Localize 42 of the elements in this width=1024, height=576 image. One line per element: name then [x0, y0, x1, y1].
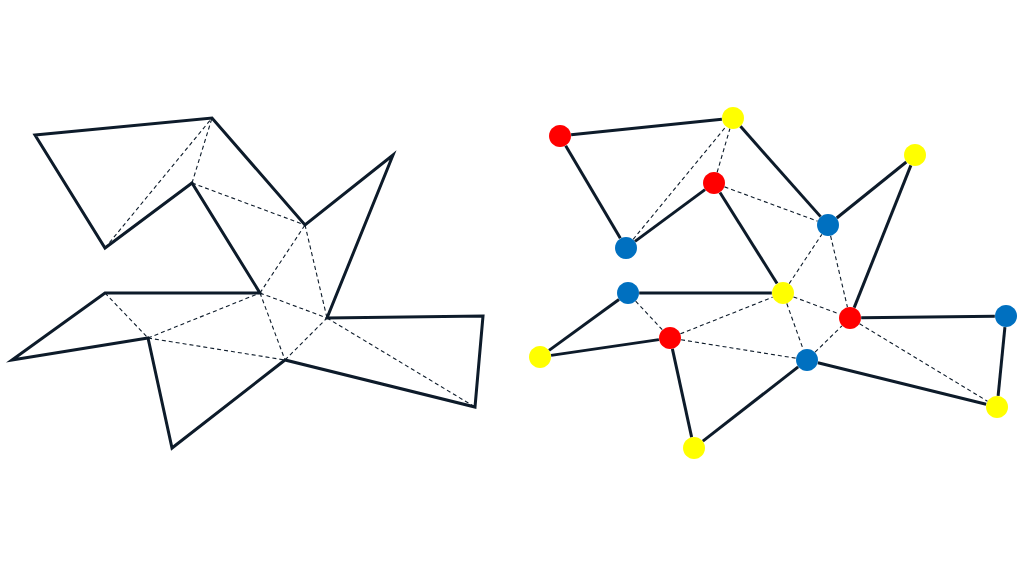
diagonal-line	[788, 233, 823, 285]
diagonal-line	[679, 296, 774, 335]
polygon-side	[852, 164, 913, 309]
polygon-side	[548, 298, 620, 352]
polygon-side	[861, 314, 995, 320]
vertex-dot	[683, 437, 705, 459]
diagonal-line	[792, 296, 841, 315]
diagonal-line	[635, 300, 663, 331]
diagonal-line	[680, 339, 797, 359]
vertex-dot	[549, 125, 571, 147]
polygon-side	[564, 144, 622, 240]
diagonal-line	[786, 303, 804, 350]
polygon-side	[718, 191, 779, 285]
diagonal-line	[859, 323, 988, 402]
vertex-dot	[722, 107, 744, 129]
vertex-dot	[772, 282, 794, 304]
polygon-side	[670, 348, 694, 438]
vertex-dot	[617, 282, 639, 304]
diagonal-line	[632, 126, 727, 240]
vertex-dot	[986, 396, 1008, 418]
diagonal-line	[716, 128, 731, 173]
vertex-dot	[904, 144, 926, 166]
polygon-side	[817, 361, 987, 406]
polygon-side	[571, 117, 723, 137]
vertex-dot	[529, 346, 551, 368]
vertex-dot	[615, 237, 637, 259]
vertex-dot	[703, 172, 725, 194]
diagonal-line	[830, 235, 848, 308]
polygon-side	[739, 125, 822, 218]
vertex-dot	[839, 307, 861, 329]
polygon-side	[639, 291, 772, 295]
vertex-dot	[659, 327, 681, 349]
vertex-dot	[995, 305, 1017, 327]
polygon-side	[835, 160, 908, 220]
polygon-side	[634, 188, 706, 243]
polygon-side	[701, 365, 800, 443]
vertex-dot	[817, 214, 839, 236]
polygon-side	[550, 338, 660, 357]
vertex-dot	[796, 349, 818, 371]
diagonal-line	[814, 325, 843, 353]
polygon-side	[996, 327, 1007, 396]
diagonal-line	[723, 186, 819, 222]
